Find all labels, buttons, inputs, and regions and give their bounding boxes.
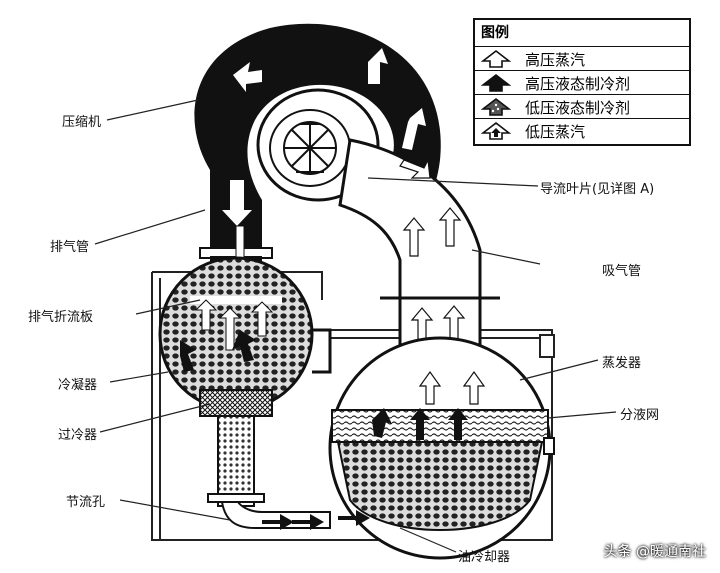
legend-item-label: 低压液态制冷剂 — [525, 99, 631, 117]
legend: 图例 高压蒸汽 高压液态制冷剂 低压液态制冷剂 低压蒸汽 — [473, 18, 691, 146]
legend-item-label: 高压蒸汽 — [525, 51, 586, 69]
solid-arrow-icon — [481, 73, 511, 92]
leader-lines — [94, 99, 617, 553]
label-suction-pipe: 吸气管 — [602, 264, 642, 279]
label-distributor: 分液网 — [620, 408, 660, 423]
dotted-arrow-icon — [481, 97, 511, 116]
subcooler — [199, 389, 273, 417]
impeller-icon — [283, 121, 337, 175]
evaporator — [328, 336, 555, 560]
suction-pipe — [338, 138, 500, 362]
label-subcooler: 过冷器 — [58, 428, 98, 443]
legend-item-label: 低压蒸汽 — [525, 123, 586, 141]
liquid-line — [207, 415, 331, 530]
watermark: 头条 @暖通南社 — [603, 544, 706, 560]
label-orifice: 节流孔 — [66, 495, 106, 510]
legend-item: 高压蒸汽 — [475, 46, 689, 71]
legend-item: 低压蒸汽 — [475, 118, 689, 143]
legend-item-label: 高压液态制冷剂 — [525, 75, 631, 93]
hollow-arrow-icon — [481, 49, 511, 68]
label-oil-cooler: 油冷却器 — [458, 550, 511, 565]
label-guide-vanes: 导流叶片(见详图 A) — [540, 182, 655, 197]
label-discharge-pipe: 排气管 — [50, 240, 90, 255]
condenser — [158, 256, 332, 412]
legend-item: 高压液态制冷剂 — [475, 70, 689, 95]
label-condenser: 冷凝器 — [58, 378, 98, 393]
legend-item: 低压液态制冷剂 — [475, 94, 689, 119]
label-discharge-baffle: 排气折流板 — [28, 310, 94, 325]
legend-title: 图例 — [481, 25, 509, 41]
hollow-inner-arrow-icon — [481, 121, 511, 140]
label-evaporator: 蒸发器 — [602, 356, 642, 371]
label-compressor: 压缩机 — [62, 115, 102, 130]
